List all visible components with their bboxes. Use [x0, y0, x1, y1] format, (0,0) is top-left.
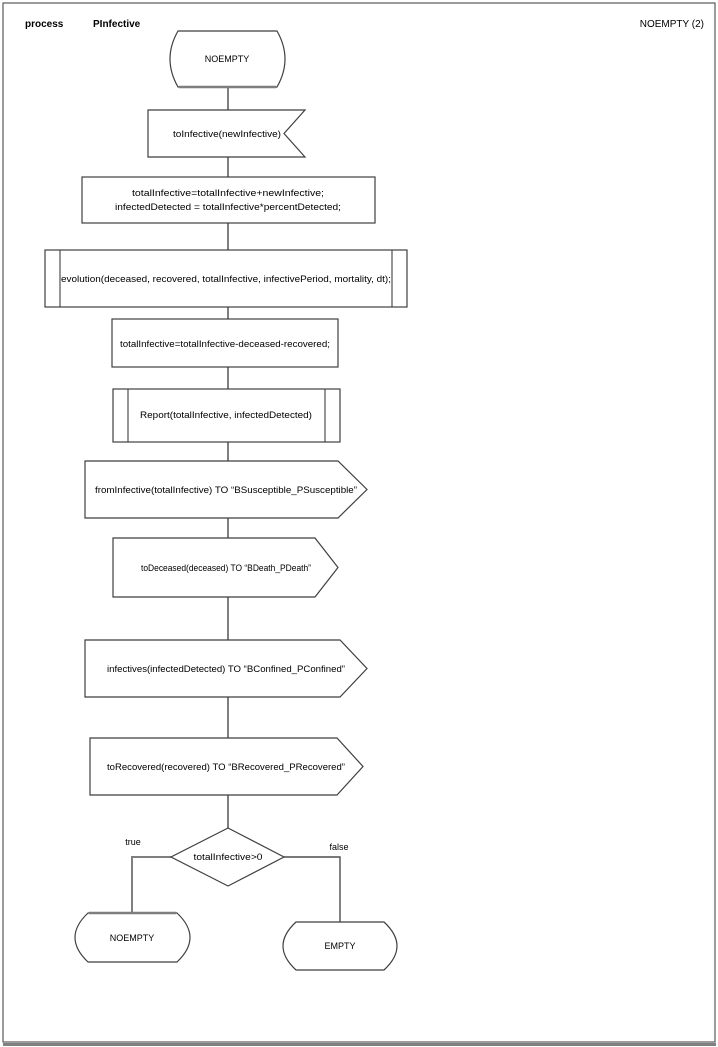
decision-shape	[169, 827, 286, 887]
node-end-state-empty: EMPTY	[282, 921, 398, 971]
procedure-report-shape	[112, 388, 341, 443]
procedure-evolution-label: evolution(deceased, recovered, totalInfe…	[61, 274, 391, 284]
node-procedure-report: Report(totalInfective, infectedDetected)	[112, 388, 341, 443]
update-task-label: totalInfective=totalInfective-deceased-r…	[120, 339, 330, 349]
end-state-noempty-shape	[74, 912, 191, 963]
send-infectives-shape	[84, 639, 368, 698]
connector-true-branch	[131, 856, 171, 913]
procedure-evolution-shape	[44, 249, 408, 308]
page-header: process PInfective NOEMPTY (2)	[25, 19, 704, 30]
update-task-shape	[111, 318, 339, 368]
start-state-label: NOEMPTY	[205, 54, 250, 64]
node-start-state: NOEMPTY	[169, 30, 286, 89]
send-infectives-label: infectives(infectedDetected) TO “BConfin…	[107, 664, 345, 674]
connectors	[131, 87, 341, 922]
node-procedure-evolution: evolution(deceased, recovered, totalInfe…	[44, 249, 408, 308]
node-send-to-deceased: toDeceased(deceased) TO “BDeath_PDeath”	[112, 537, 339, 598]
branch-false-label: false	[329, 842, 348, 852]
send-to-recovered-label: toRecovered(recovered) TO “BRecovered_PR…	[107, 762, 345, 772]
node-end-state-noempty: NOEMPTY	[74, 911, 191, 963]
node-send-from-infective: fromInfective(totalInfective) TO “BSusce…	[84, 460, 368, 519]
procedure-report-label: Report(totalInfective, infectedDetected)	[140, 410, 312, 420]
node-send-to-recovered: toRecovered(recovered) TO “BRecovered_PR…	[89, 737, 364, 796]
start-state-shape	[169, 30, 286, 88]
assign-task-line1: totalInfective=totalInfective+newInfecti…	[132, 188, 324, 198]
node-receive-signal: toInfective(newInfective)	[147, 109, 307, 158]
end-state-noempty-label: NOEMPTY	[110, 933, 155, 943]
node-update-task: totalInfective=totalInfective-deceased-r…	[111, 318, 339, 368]
assign-task-line2: infectedDetected = totalInfective*percen…	[115, 202, 341, 212]
send-from-infective-shape	[84, 460, 368, 519]
connector-false-branch	[284, 856, 341, 922]
header-state-ref: NOEMPTY (2)	[640, 19, 704, 30]
end-state-empty-shape	[282, 921, 398, 971]
branch-true-label: true	[125, 837, 141, 847]
send-to-deceased-label: toDeceased(deceased) TO “BDeath_PDeath”	[141, 563, 311, 573]
assign-task-shape	[81, 176, 376, 224]
header-process-name: PInfective	[93, 19, 141, 30]
node-send-infectives: infectives(infectedDetected) TO “BConfin…	[84, 639, 368, 698]
node-decision: totalInfective>0	[169, 827, 286, 887]
receive-signal-label: toInfective(newInfective)	[173, 129, 281, 139]
end-state-empty-label: EMPTY	[324, 941, 355, 951]
send-to-deceased-shape	[112, 537, 339, 598]
node-assign-task: totalInfective=totalInfective+newInfecti…	[81, 176, 376, 224]
receive-signal-shape	[147, 109, 307, 158]
send-from-infective-label: fromInfective(totalInfective) TO “BSusce…	[95, 485, 357, 495]
header-kind-label: process	[25, 19, 64, 30]
decision-label: totalInfective>0	[194, 852, 263, 862]
send-to-recovered-shape	[89, 737, 364, 796]
